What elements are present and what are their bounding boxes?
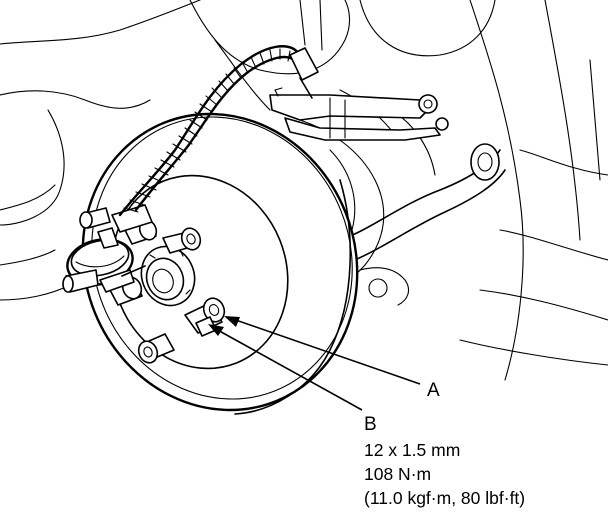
- clamp-tool: [269, 87, 449, 141]
- lug-nut-upper: [162, 227, 202, 254]
- flexible-arm: [118, 45, 319, 217]
- arrowhead-b: [208, 324, 224, 336]
- leader-line-b: [213, 327, 363, 411]
- leader-lines: [208, 316, 421, 411]
- spec-thread-size: 12 x 1.5 mm: [364, 440, 460, 460]
- wheel-hub: [140, 245, 196, 307]
- spec-torque-nm: 108 N·m: [364, 464, 431, 484]
- suspension-background: [0, 0, 608, 381]
- callout-label-a: A: [427, 380, 440, 401]
- spec-torque-imperial: (11.0 kgf·m, 80 lbf·ft): [364, 488, 525, 508]
- arrowhead-a: [224, 316, 240, 327]
- lug-nut-lower: [137, 333, 175, 364]
- leader-line-a: [229, 317, 421, 385]
- dial-indicator-gauge: [62, 204, 153, 293]
- callout-label-b: B: [364, 414, 377, 435]
